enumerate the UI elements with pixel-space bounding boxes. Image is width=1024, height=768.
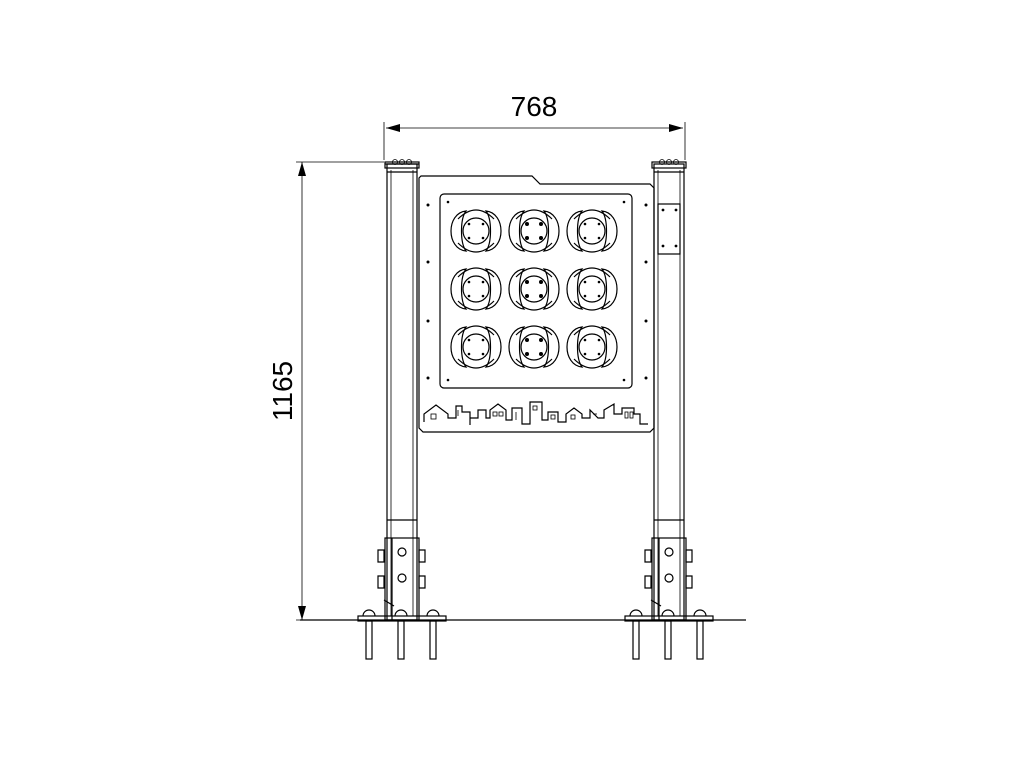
hub-bolt — [597, 280, 601, 284]
city-skyline — [423, 401, 648, 425]
hub-bolt — [481, 236, 485, 240]
spinner-grid — [450, 209, 618, 369]
hub-bolt — [481, 352, 485, 356]
hub-bolt — [525, 280, 529, 284]
hub-bolt — [525, 294, 529, 298]
hub-bolt — [467, 352, 471, 356]
hub-bolt — [481, 280, 485, 284]
hub-bolt — [525, 338, 529, 342]
height-dimension-label: 1165 — [267, 361, 298, 421]
spinner-element — [508, 267, 560, 311]
hub-bolt — [467, 294, 471, 298]
hub-bolt — [525, 352, 529, 356]
hub-bolt — [539, 222, 543, 226]
spinner-element — [508, 325, 560, 369]
left-foundation — [357, 609, 447, 660]
hub-bolt — [525, 236, 529, 240]
hub-bolt — [539, 236, 543, 240]
hub-bolt — [583, 294, 587, 298]
hub-bolt — [583, 280, 587, 284]
hub-bolt — [583, 222, 587, 226]
spinner-element — [508, 209, 560, 253]
hub-bolt — [597, 236, 601, 240]
hub-bolt — [467, 236, 471, 240]
activity-panel — [418, 175, 655, 433]
height-dimension: 1165 — [267, 161, 384, 621]
hub-bolt — [481, 338, 485, 342]
hub-bolt — [481, 222, 485, 226]
right-base-bracket — [644, 537, 693, 621]
hub-bolt — [597, 222, 601, 226]
left-base-bracket — [377, 537, 426, 621]
spinner-element — [566, 267, 618, 311]
hub-bolt — [481, 294, 485, 298]
spinner-element — [450, 325, 502, 369]
hub-bolt — [539, 294, 543, 298]
hub-bolt — [597, 294, 601, 298]
hub-bolt — [525, 222, 529, 226]
right-foundation — [624, 609, 714, 660]
hub-bolt — [467, 222, 471, 226]
spinner-element — [566, 209, 618, 253]
right-post — [651, 159, 687, 621]
hub-bolt — [539, 352, 543, 356]
hub-bolt — [583, 236, 587, 240]
hub-bolt — [597, 352, 601, 356]
hub-bolt — [467, 280, 471, 284]
hub-bolt — [583, 338, 587, 342]
hub-bolt — [467, 338, 471, 342]
spinner-element — [566, 325, 618, 369]
hub-bolt — [597, 338, 601, 342]
hub-bolt — [539, 280, 543, 284]
spinner-element — [450, 267, 502, 311]
hub-bolt — [583, 352, 587, 356]
width-dimension: 768 — [383, 91, 686, 160]
spinner-element — [450, 209, 502, 253]
panel-mounting-dots — [426, 200, 648, 382]
left-post — [384, 159, 420, 621]
hub-bolt — [539, 338, 543, 342]
width-dimension-label: 768 — [511, 91, 558, 122]
